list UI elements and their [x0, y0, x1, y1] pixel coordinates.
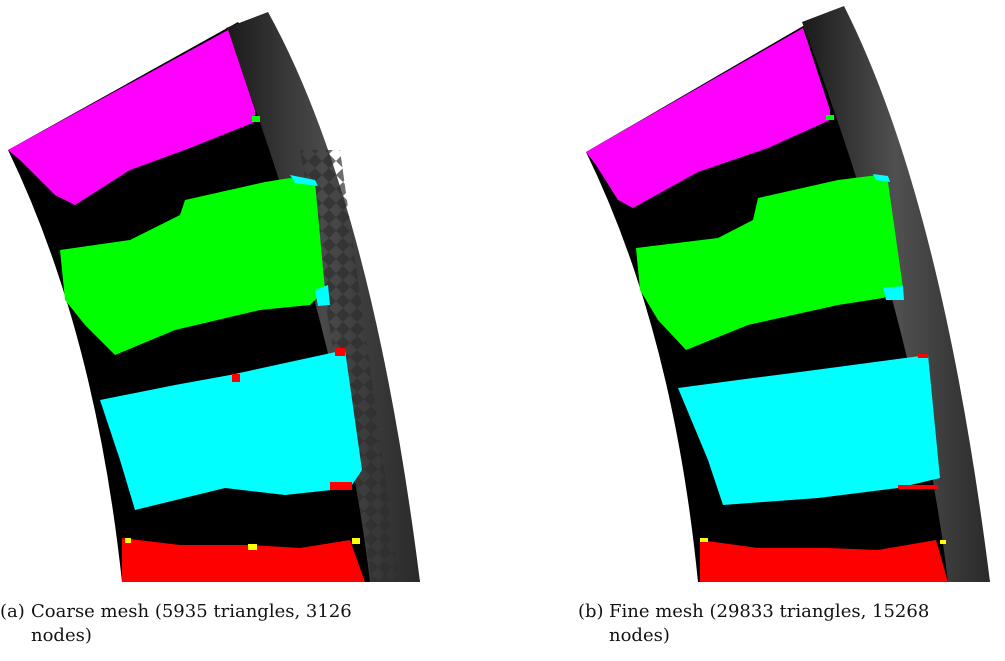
caption-a: (a) Coarse mesh (5935 triangles, 3126 nod… [0, 600, 440, 648]
mesh-plot-fine [586, 6, 990, 582]
red-region [122, 538, 365, 582]
caption-b: (b)Fine mesh (29833 triangles, 15268 nod… [578, 600, 1005, 648]
green-region [636, 175, 903, 350]
magenta-region [586, 28, 830, 208]
cyan-region [100, 350, 362, 510]
subfigure-a: (a) Coarse mesh (5935 triangles, 3126 nod… [0, 0, 440, 661]
caption-text-continued: nodes) [31, 625, 92, 646]
subfigure-b: (b)Fine mesh (29833 triangles, 15268 nod… [578, 0, 1005, 661]
caption-label: (a) [0, 601, 25, 622]
magenta-region [8, 30, 255, 205]
mesh-plot-coarse [8, 12, 420, 582]
red-region [700, 540, 948, 582]
caption-label: (b) [578, 601, 604, 622]
caption-text: Coarse mesh (5935 triangles, 3126 [31, 601, 352, 622]
cyan-region [678, 355, 940, 505]
caption-text-continued: nodes) [609, 625, 670, 646]
caption-text: Fine mesh (29833 triangles, 15268 [609, 601, 930, 622]
green-region [60, 178, 325, 355]
